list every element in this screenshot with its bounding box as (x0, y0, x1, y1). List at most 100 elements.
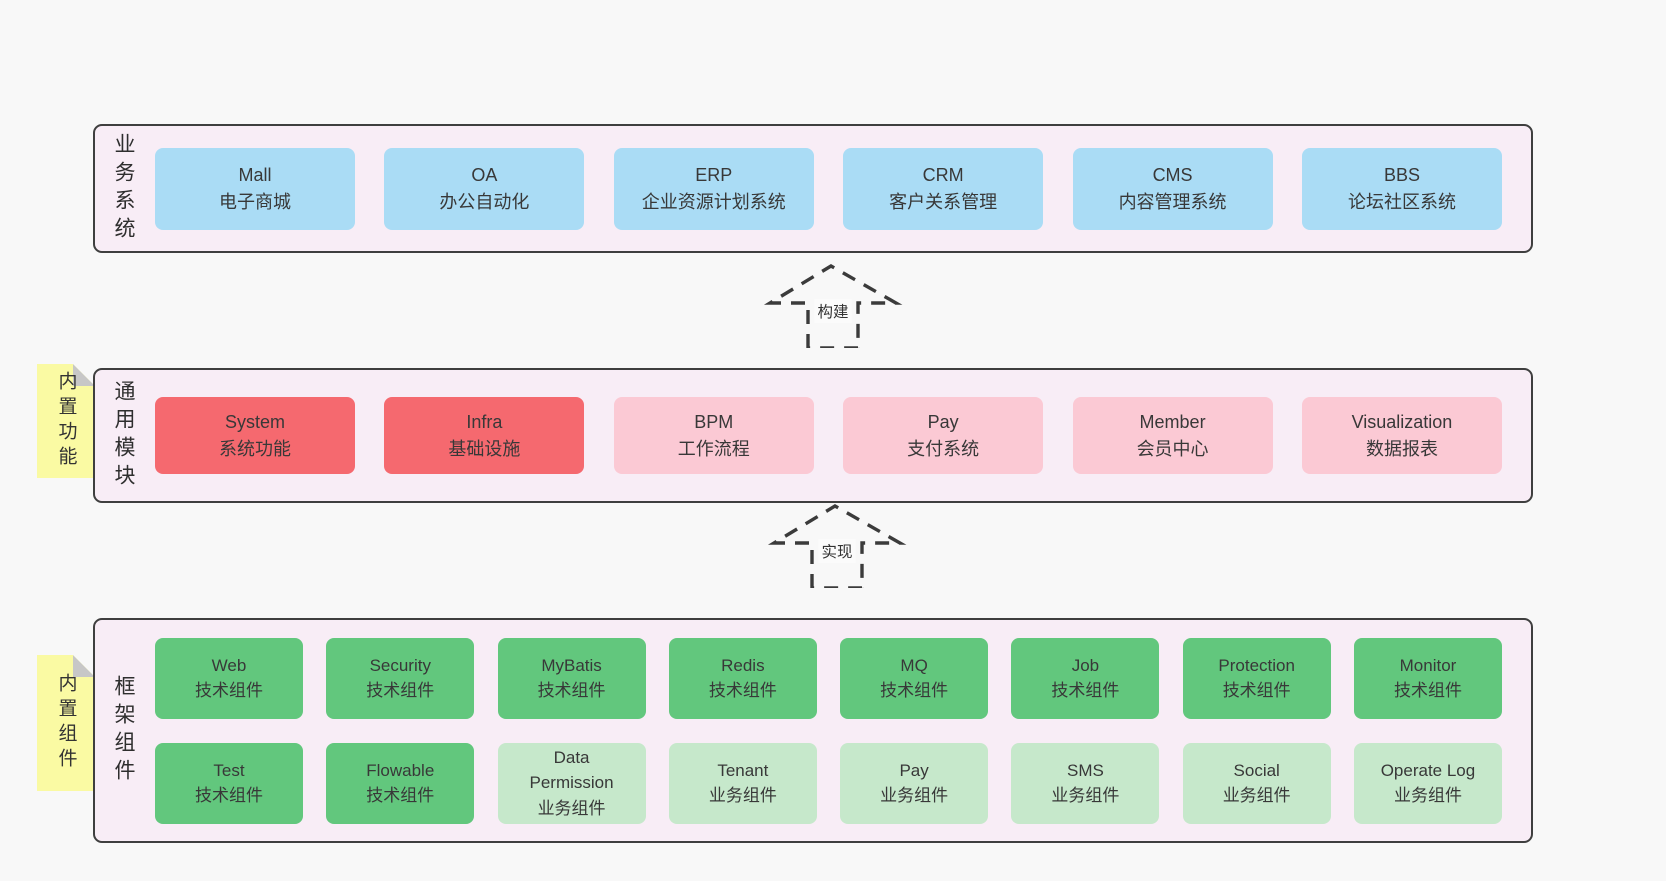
box-test: Test 技术组件 (155, 742, 303, 824)
section-side-label: 业务系统 (112, 132, 135, 245)
box-sms: SMS 业务组件 (1011, 742, 1160, 824)
box-title: Job (1071, 655, 1100, 675)
box-title: Test (213, 760, 245, 780)
box-subtitle: 业务组件 (537, 798, 606, 818)
box-subtitle: 业务组件 (1051, 786, 1120, 805)
box-subtitle: 技术组件 (1222, 681, 1291, 700)
box-subtitle: 技术组件 (537, 681, 606, 700)
box-title: SMS (1066, 760, 1104, 780)
box-row: System 系统功能 Infra 基础设施 BPM 工作流程 Pay 支付系统 Member 会… (155, 397, 1502, 474)
box-subtitle: 企业资源计划系统 (641, 191, 786, 212)
box-subtitle: 数据报表 (1365, 438, 1438, 459)
box-flowable: Flowable 技术组件 (326, 742, 475, 824)
box-subtitle: 业务组件 (708, 786, 777, 805)
box-title: OA (471, 164, 498, 185)
box-title: Security (369, 655, 431, 675)
box-subtitle: 论坛社区系统 (1347, 191, 1456, 212)
box-subtitle: 内容管理系统 (1118, 191, 1227, 212)
box-title: Pay (927, 411, 959, 432)
box-title: Infra (466, 411, 503, 432)
box-social: Social 业务组件 (1182, 742, 1331, 824)
box-title: Monitor (1399, 655, 1457, 675)
box-title: Data Permission (529, 747, 614, 793)
box-tenant: Tenant 业务组件 (668, 742, 817, 824)
box-title: Protection (1218, 655, 1295, 675)
box-security: Security 技术组件 (326, 637, 475, 719)
box-title: Mall (238, 164, 272, 185)
sticky-note-label: 内置组件 (55, 673, 77, 773)
box-subtitle: 办公自动化 (439, 191, 530, 212)
box-title: CMS (1152, 164, 1193, 185)
box-bpm: BPM 工作流程 (613, 397, 814, 474)
sticky-note-built-in-components: 内置组件 (37, 655, 95, 791)
box-subtitle: 技术组件 (366, 681, 435, 700)
box-monitor: Monitor 技术组件 (1353, 637, 1502, 719)
section-side-label: 框架组件 (112, 674, 135, 787)
build-arrow: 构建 (758, 260, 908, 348)
implement-arrow: 实现 (762, 500, 912, 588)
box-subtitle: 技术组件 (1051, 681, 1120, 700)
dashed-up-arrow-icon (763, 264, 903, 348)
box-subtitle: 工作流程 (677, 438, 750, 459)
box-subtitle: 技术组件 (195, 681, 263, 700)
box-title: Operate Log (1380, 760, 1476, 780)
box-title: Web (211, 655, 247, 675)
box-subtitle: 基础设施 (448, 438, 521, 459)
arrow-label: 构建 (814, 299, 852, 324)
box-mall: Mall 电子商城 (155, 147, 355, 230)
box-subtitle: 技术组件 (880, 681, 949, 700)
box-title: Pay (899, 760, 929, 780)
dashed-up-arrow-icon (767, 504, 907, 588)
box-title: System (224, 411, 285, 432)
box-title: CRM (922, 164, 964, 185)
box-web: Web 技术组件 (155, 637, 303, 719)
box-subtitle: 电子商城 (219, 191, 291, 212)
box-crm: CRM 客户关系管理 (843, 147, 1044, 230)
box-title: Visualization (1351, 411, 1453, 432)
box-infra: Infra 基础设施 (384, 397, 585, 474)
box-subtitle: 系统功能 (219, 438, 291, 459)
box-subtitle: 业务组件 (880, 786, 949, 805)
box-subtitle: 业务组件 (1222, 786, 1291, 805)
sticky-note-built-in-features: 内置功能 (37, 364, 95, 478)
box-title: Social (1233, 760, 1280, 780)
box-subtitle: 技术组件 (708, 681, 777, 700)
box-subtitle: 技术组件 (1393, 681, 1462, 700)
box-pay: Pay 业务组件 (840, 742, 989, 824)
box-cms: CMS 内容管理系统 (1072, 147, 1273, 230)
box-member: Member 会员中心 (1072, 397, 1273, 474)
box-title: Redis (721, 655, 765, 675)
arrow-label: 实现 (818, 539, 856, 564)
box-redis: Redis 技术组件 (668, 637, 817, 719)
box-protection: Protection 技术组件 (1182, 637, 1331, 719)
box-subtitle: 业务组件 (1393, 786, 1462, 805)
box-data-permission: Data Permission 业务组件 (497, 742, 646, 824)
box-operate-log: Operate Log 业务组件 (1353, 742, 1502, 824)
box-title: Tenant (717, 760, 769, 780)
box-mybatis: MyBatis 技术组件 (497, 637, 646, 719)
box-title: MyBatis (541, 655, 602, 675)
box-title: Flowable (366, 760, 435, 780)
box-subtitle: 客户关系管理 (889, 191, 998, 212)
box-subtitle: 技术组件 (195, 786, 263, 805)
box-subtitle: 会员中心 (1136, 438, 1209, 459)
sticky-note-label: 内置功能 (55, 371, 77, 471)
box-title: BBS (1383, 164, 1420, 185)
box-title: BPM (694, 411, 734, 432)
box-subtitle: 技术组件 (366, 786, 435, 805)
box-title: Member (1139, 411, 1206, 432)
box-system: System 系统功能 (155, 397, 355, 474)
box-pay: Pay 支付系统 (843, 397, 1044, 474)
box-bbs: BBS 论坛社区系统 (1301, 147, 1502, 230)
box-subtitle: 支付系统 (907, 438, 980, 459)
box-rows: System 系统功能 Infra 基础设施 BPM 工作流程 Pay 支付系统 Member 会… (155, 370, 1502, 501)
